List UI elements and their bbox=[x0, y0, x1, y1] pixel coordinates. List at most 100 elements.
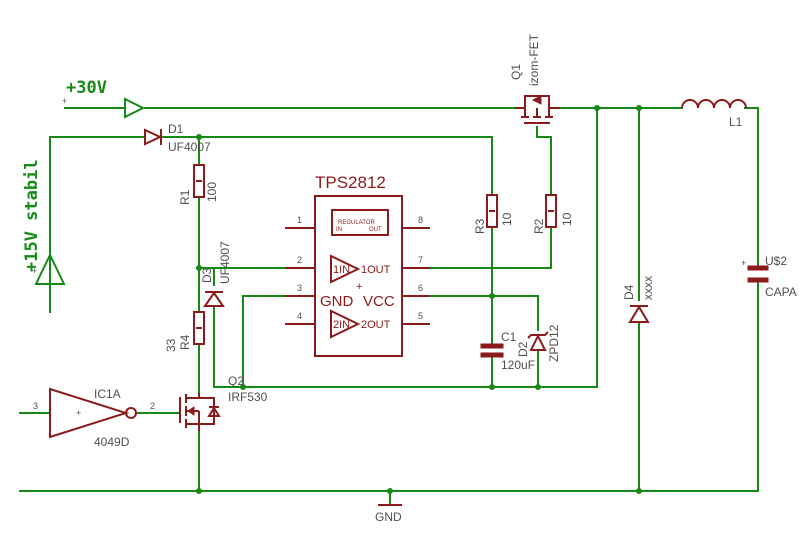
driver-1-icon bbox=[330, 254, 361, 284]
diode-icon bbox=[203, 291, 225, 307]
out2-label: 2OUT bbox=[361, 319, 391, 331]
c1-value: 120uF bbox=[501, 358, 535, 372]
pin-number: 1 bbox=[297, 215, 302, 225]
q1-value: izom-FET bbox=[527, 33, 541, 86]
junction-dot bbox=[594, 105, 600, 111]
body-diode-icon bbox=[207, 406, 221, 417]
ic-tps2812: TPS2812 REGULATOR IN OUT 1IN 1OUT 2IN 2O… bbox=[285, 173, 430, 357]
inductor-l1: L1 bbox=[681, 99, 747, 129]
zener-d2: D2 ZPD12 bbox=[516, 324, 561, 362]
r3-value: 10 bbox=[500, 212, 514, 226]
in1-label: 1IN bbox=[333, 264, 350, 276]
ic1a-pin-out: 2 bbox=[150, 401, 155, 411]
c1-name: C1 bbox=[501, 330, 517, 344]
wire-source-ring bbox=[213, 107, 598, 388]
junctions bbox=[196, 105, 642, 494]
d3-value: UF4007 bbox=[218, 241, 232, 284]
in2-label: 2IN bbox=[333, 319, 350, 331]
junction-dot bbox=[535, 384, 541, 390]
reg-out-label: OUT bbox=[369, 227, 382, 233]
capacitor-icon bbox=[747, 265, 769, 271]
d4-name: D4 bbox=[622, 284, 636, 300]
gnd-label: GND bbox=[320, 293, 354, 310]
inverter-ic1a: + IC1A 4049D 3 2 bbox=[33, 387, 155, 449]
d1-name: D1 bbox=[168, 122, 184, 136]
regulator-label: REGULATOR bbox=[338, 220, 375, 226]
capacitor-u2: + U$2 CAPA bbox=[741, 254, 797, 299]
resistor-icon bbox=[545, 194, 557, 228]
d4-value: xxxx bbox=[641, 276, 655, 300]
supply-arrow-icon bbox=[124, 97, 146, 119]
junction-dot bbox=[196, 265, 202, 271]
junction-dot bbox=[489, 293, 495, 299]
ground-symbol: GND bbox=[375, 504, 402, 524]
capacitor-icon bbox=[480, 343, 504, 349]
mosfet-arrow-icon bbox=[531, 95, 542, 105]
diode-icon bbox=[628, 305, 650, 323]
plus-sign: + bbox=[32, 266, 37, 276]
supply-30v: +30V bbox=[66, 78, 146, 119]
d2-name: D2 bbox=[516, 341, 530, 357]
regulator-block bbox=[331, 209, 389, 236]
r2-value: 10 bbox=[560, 212, 574, 226]
r1-name: R1 bbox=[178, 189, 192, 205]
d2-value: ZPD12 bbox=[547, 324, 561, 362]
wire-pin3-net bbox=[242, 295, 286, 388]
mosfet-q1: Q1 izom-FET bbox=[509, 33, 560, 124]
tps-name: TPS2812 bbox=[315, 173, 386, 192]
junction-dot bbox=[489, 384, 495, 390]
reg-in-label: IN bbox=[336, 227, 342, 233]
pin-number: 8 bbox=[418, 215, 423, 225]
q1-name: Q1 bbox=[509, 64, 523, 80]
pin-number: 7 bbox=[418, 255, 423, 265]
junction-dot bbox=[196, 488, 202, 494]
junction-dot bbox=[636, 105, 642, 111]
d1-value: UF4007 bbox=[168, 140, 211, 154]
resistor-icon bbox=[486, 194, 498, 228]
wire-d1-to-node bbox=[161, 136, 493, 196]
driver-2-icon bbox=[330, 309, 361, 339]
q2-name: Q2 bbox=[228, 374, 244, 388]
r1-value: 100 bbox=[205, 182, 219, 202]
pin-number: 3 bbox=[297, 283, 302, 293]
l1-name: L1 bbox=[729, 115, 743, 129]
r4-name: R4 bbox=[178, 334, 192, 350]
pin-number: 6 bbox=[418, 283, 423, 293]
resistor-r4: R4 33 bbox=[164, 311, 205, 352]
d3-name: D3 bbox=[200, 267, 214, 283]
supply-15v-label: +15V stabil bbox=[22, 159, 42, 272]
mosfet-q2: Q2 IRF530 bbox=[179, 374, 268, 431]
u2-name: U$2 bbox=[765, 254, 787, 268]
ic1a-pin-in: 3 bbox=[33, 401, 38, 411]
ic-body bbox=[314, 195, 403, 357]
r3-name: R3 bbox=[473, 218, 487, 234]
supply-15v: +15V stabil bbox=[22, 159, 66, 285]
inductor-icon bbox=[681, 99, 747, 109]
junction-dot bbox=[240, 384, 246, 390]
diode-d1: D1 UF4007 bbox=[144, 122, 211, 154]
out1-label: 1OUT bbox=[361, 264, 391, 276]
inverter-icon bbox=[49, 387, 130, 439]
plus-sign: + bbox=[356, 281, 362, 293]
resistor-icon bbox=[193, 311, 205, 345]
r2-name: R2 bbox=[532, 218, 546, 234]
wire-15v-to-d1 bbox=[49, 136, 146, 313]
wire-pin6-net bbox=[429, 295, 539, 331]
resistor-r2: R2 10 bbox=[532, 194, 574, 234]
gnd-name: GND bbox=[375, 510, 402, 524]
plus-sign: + bbox=[741, 258, 746, 268]
pin-number: 4 bbox=[297, 311, 302, 321]
junction-dot bbox=[636, 488, 642, 494]
junction-dot bbox=[196, 134, 202, 140]
u2-value: CAPA bbox=[765, 285, 797, 299]
wire-l1-to-right bbox=[744, 107, 759, 266]
zener-icon bbox=[529, 333, 547, 351]
ic1a-value: 4049D bbox=[94, 435, 130, 449]
resistor-r1: R1 100 bbox=[178, 164, 219, 205]
mosfet-arrow-icon bbox=[187, 406, 195, 416]
capacitor-c1: C1 120uF bbox=[480, 330, 535, 372]
diode-d3: D3 UF4007 bbox=[200, 241, 232, 307]
pin-number: 2 bbox=[297, 255, 302, 265]
plus-sign: + bbox=[76, 408, 81, 418]
diode-icon bbox=[144, 128, 163, 146]
